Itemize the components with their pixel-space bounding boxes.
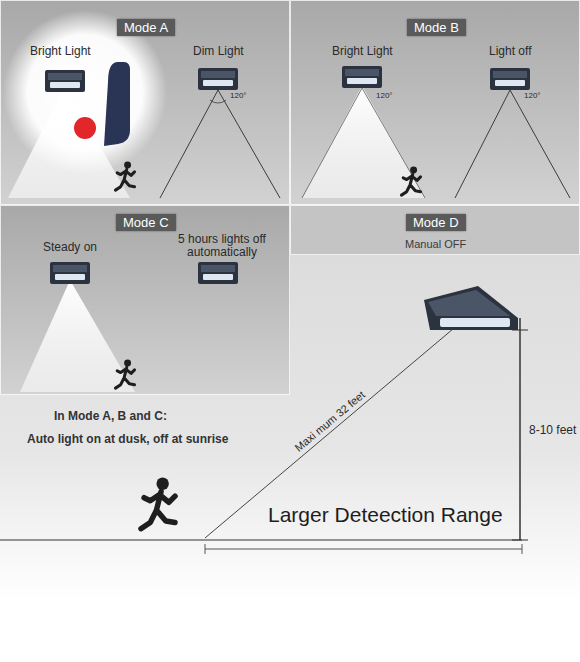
- mode-panel: Mode B: [290, 0, 580, 205]
- panel-bg: [0, 0, 290, 205]
- lamp-large: [424, 286, 518, 330]
- lower-ground: [0, 0, 580, 600]
- led-strip: [440, 318, 510, 327]
- mode-panel: Mode D Manual OFF: [290, 205, 580, 255]
- mode-label: 120°: [230, 92, 247, 101]
- pole: [519, 318, 521, 540]
- dimension-label: 8-10 feet: [529, 424, 576, 437]
- beam-line: [160, 90, 280, 198]
- mode-panel: Mode A: [0, 0, 290, 205]
- lamp: [342, 66, 382, 88]
- headline: Larger Deteection Range: [268, 503, 503, 526]
- runner: [115, 360, 134, 389]
- mode-label: 120°: [376, 92, 393, 101]
- mode-label: In Mode A, B and C:: [54, 410, 167, 423]
- mode-tab: Mode C: [116, 214, 176, 231]
- dimension-tick: [512, 330, 528, 540]
- mode-label: Auto light on at dusk, off at sunrise: [27, 433, 228, 446]
- watermark-dot: [74, 117, 96, 139]
- mode-label: Steady on: [43, 241, 97, 254]
- mode-label: Light off: [489, 45, 531, 58]
- lamp: [490, 68, 530, 90]
- mode-label: Bright Light: [332, 45, 393, 58]
- solar-panel: [428, 290, 510, 316]
- light-beam: [20, 280, 135, 392]
- lamp: [45, 70, 85, 92]
- mode-label: 120°: [524, 92, 541, 101]
- mode-label: Bright Light: [30, 45, 91, 58]
- beam-line: [455, 90, 570, 198]
- mode-label: 5 hours lights off automatically: [166, 233, 278, 259]
- lamp: [50, 262, 90, 284]
- dimension-tick: [205, 544, 522, 554]
- runner: [141, 478, 175, 529]
- mode-label: Dim Light: [193, 45, 244, 58]
- mode-tab: Mode A: [117, 19, 175, 36]
- beam-line: [302, 88, 425, 198]
- lamp: [198, 262, 238, 284]
- light-beam: [302, 86, 425, 198]
- mode-tab: Mode D: [406, 214, 466, 231]
- dimension-line: [205, 549, 522, 550]
- lamp: [198, 68, 238, 90]
- panel-bg: [0, 205, 290, 395]
- mode-note: Manual OFF: [405, 238, 466, 250]
- panel-bg: [290, 205, 580, 255]
- angle-arc: [210, 100, 226, 103]
- mode-tab: Mode B: [407, 19, 466, 36]
- panel-bg: [290, 0, 580, 205]
- runner: [401, 167, 420, 196]
- runner: [115, 162, 134, 191]
- watermark-logo: [104, 62, 130, 146]
- ground-line: [0, 539, 522, 540]
